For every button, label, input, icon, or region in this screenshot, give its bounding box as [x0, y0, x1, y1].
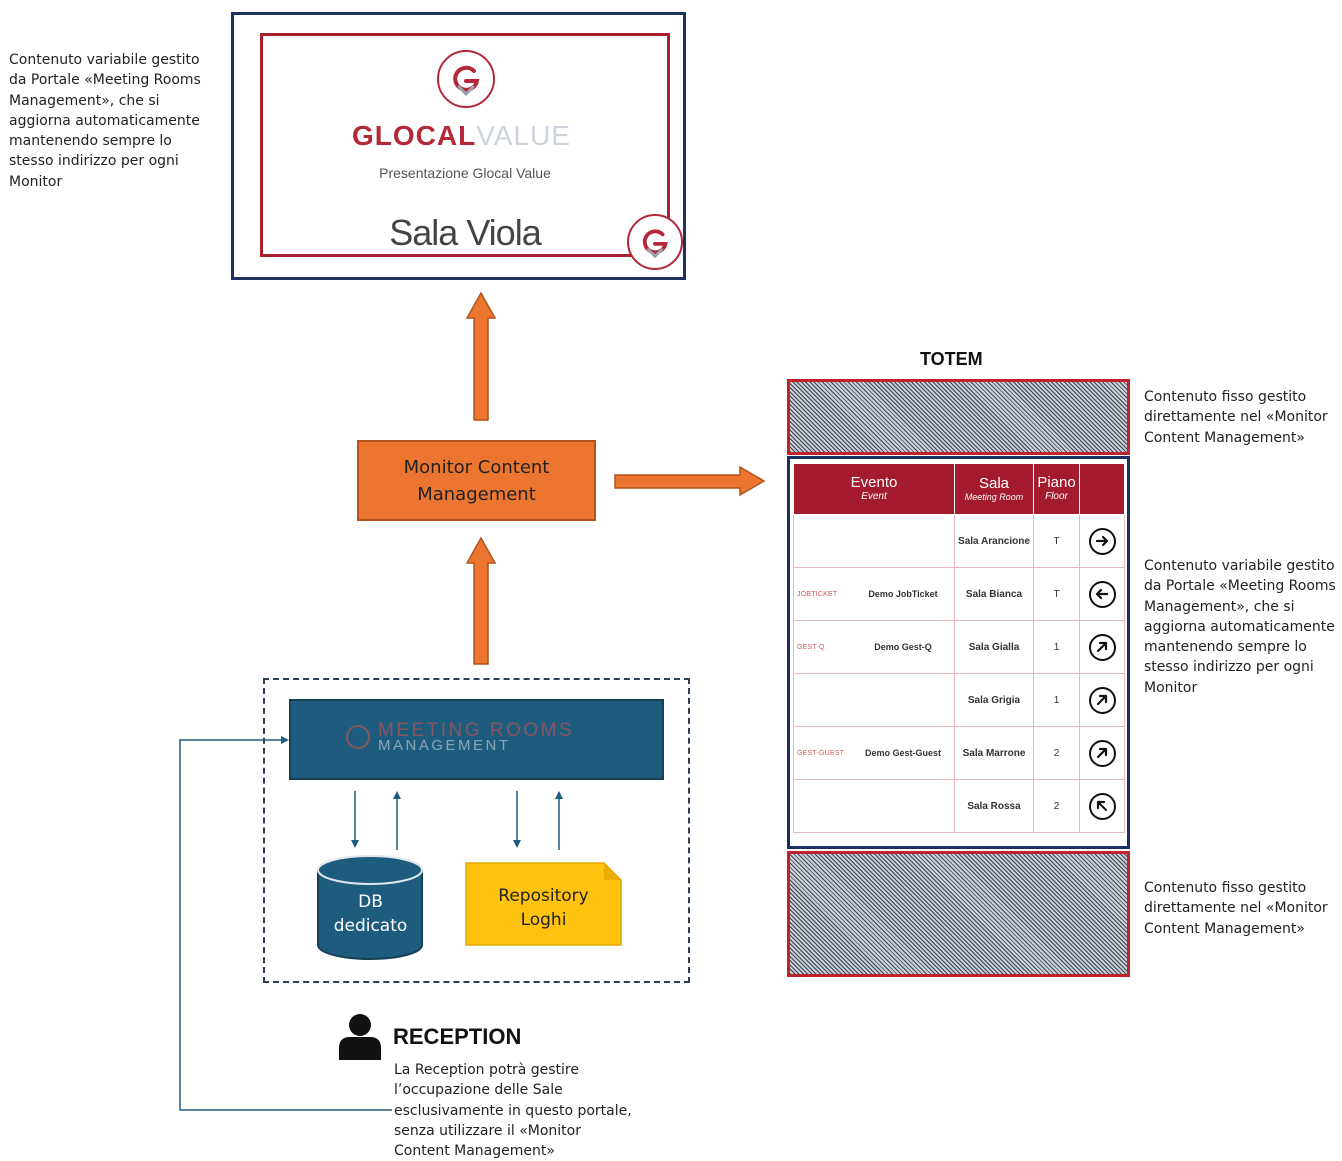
- glocal-logo-icon: [437, 50, 495, 108]
- event-cell: GEST-GUEST Demo Gest-Guest: [793, 726, 955, 780]
- event-logo: GEST-GUEST: [797, 749, 845, 757]
- reception-connector-line: [179, 739, 392, 1111]
- glocal-corner-logo-icon: [627, 214, 683, 270]
- event-cell: JOBTICKET Demo JobTicket: [793, 567, 955, 621]
- monitor-description-note: Contenuto variabile gestito da Portale «…: [9, 52, 201, 190]
- arrow-up-right-icon: [1088, 633, 1116, 661]
- floor-cell: 2: [1033, 779, 1080, 833]
- person-icon: [339, 1014, 381, 1060]
- arrow-down-to-db-icon: [351, 840, 359, 848]
- room-cell: Sala Rossa: [954, 779, 1034, 833]
- header-piano: Piano Floor: [1033, 463, 1080, 515]
- direction-cell: [1079, 620, 1125, 674]
- floor-cell: T: [1033, 567, 1080, 621]
- room-cell: Sala Marrone: [954, 726, 1034, 780]
- mcm-label: Monitor Content Management: [403, 456, 550, 505]
- monitor-slide-border: [260, 33, 670, 257]
- totem-room-table: Evento Event Sala Meeting Room Piano Flo…: [793, 463, 1125, 833]
- room-cell: Sala Grigia: [954, 673, 1034, 727]
- reception-title: RECEPTION: [393, 1024, 522, 1049]
- direction-cell: [1079, 779, 1125, 833]
- arrow-right-icon: [1088, 527, 1116, 555]
- arrow-right-to-totem-icon: [614, 465, 766, 497]
- header-direction: [1079, 463, 1125, 515]
- floor-cell: 2: [1033, 726, 1080, 780]
- event-logo: JOBTICKET: [797, 590, 838, 598]
- arrow-down-to-repo-icon: [513, 840, 521, 848]
- header-sala: Sala Meeting Room: [954, 463, 1034, 515]
- room-cell: Sala Bianca: [954, 567, 1034, 621]
- totem-fixed-content-top: [787, 379, 1130, 455]
- header-evento: Evento Event: [793, 463, 955, 515]
- direction-cell: [1079, 567, 1125, 621]
- mrm-title: MEETING ROOMS: [378, 720, 575, 741]
- event-cell: [793, 779, 955, 833]
- totem-title: TOTEM: [920, 349, 983, 369]
- arrow-up-from-db-icon: [393, 791, 401, 799]
- glocal-value-wordmark: GLOCALVALUE: [352, 120, 571, 151]
- arrow-up-to-mcm-icon: [465, 536, 497, 665]
- arrow-up-from-repo-icon: [555, 791, 563, 799]
- floor-cell: T: [1033, 514, 1080, 568]
- totem-middle-note: Contenuto variabile gestito da Portale «…: [1144, 558, 1336, 696]
- arrow-up-to-monitor-icon: [465, 291, 497, 421]
- event-name: Demo Gest-Q: [874, 642, 932, 652]
- arrow-up-right-icon: [1088, 739, 1116, 767]
- floor-cell: 1: [1033, 620, 1080, 674]
- slide-subtitle: Presentazione Glocal Value: [379, 165, 551, 181]
- room-cell: Sala Arancione: [954, 514, 1034, 568]
- repository-document-icon: [465, 862, 622, 946]
- room-cell: Sala Gialla: [954, 620, 1034, 674]
- floor-cell: 1: [1033, 673, 1080, 727]
- db-label: DB dedicato: [333, 892, 408, 936]
- arrow-up-right-icon: [1088, 686, 1116, 714]
- mrm-subtitle: MANAGEMENT: [378, 737, 511, 754]
- repository-label: Repository Loghi: [498, 886, 589, 930]
- event-cell: [793, 673, 955, 727]
- totem-top-note: Contenuto fisso gestito direttamente nel…: [1144, 389, 1328, 446]
- direction-cell: [1079, 514, 1125, 568]
- direction-cell: [1079, 726, 1125, 780]
- event-cell: GEST-Q Demo Gest-Q: [793, 620, 955, 674]
- event-cell: [793, 514, 955, 568]
- event-name: Demo JobTicket: [868, 589, 938, 599]
- reception-description: La Reception potrà gestire l’occupazione…: [394, 1062, 632, 1160]
- event-name: Demo Gest-Guest: [864, 748, 942, 758]
- mrm-logo-icon: [346, 725, 370, 749]
- connector-arrowhead-icon: [281, 736, 289, 744]
- arrow-up-left-icon: [1088, 792, 1116, 820]
- direction-cell: [1079, 673, 1125, 727]
- table-header-row: Evento Event Sala Meeting Room Piano Flo…: [793, 463, 1125, 515]
- totem-bottom-note: Contenuto fisso gestito direttamente nel…: [1144, 880, 1328, 937]
- database-cylinder-icon: [317, 855, 423, 960]
- totem-fixed-content-bottom: [787, 851, 1130, 977]
- room-name: Sala Viola: [389, 212, 541, 253]
- monitor-content-management-box: Monitor Content Management: [357, 440, 596, 521]
- meeting-rooms-portal-boundary: [263, 678, 690, 983]
- arrow-left-icon: [1088, 580, 1116, 608]
- event-logo: GEST-Q: [797, 643, 825, 651]
